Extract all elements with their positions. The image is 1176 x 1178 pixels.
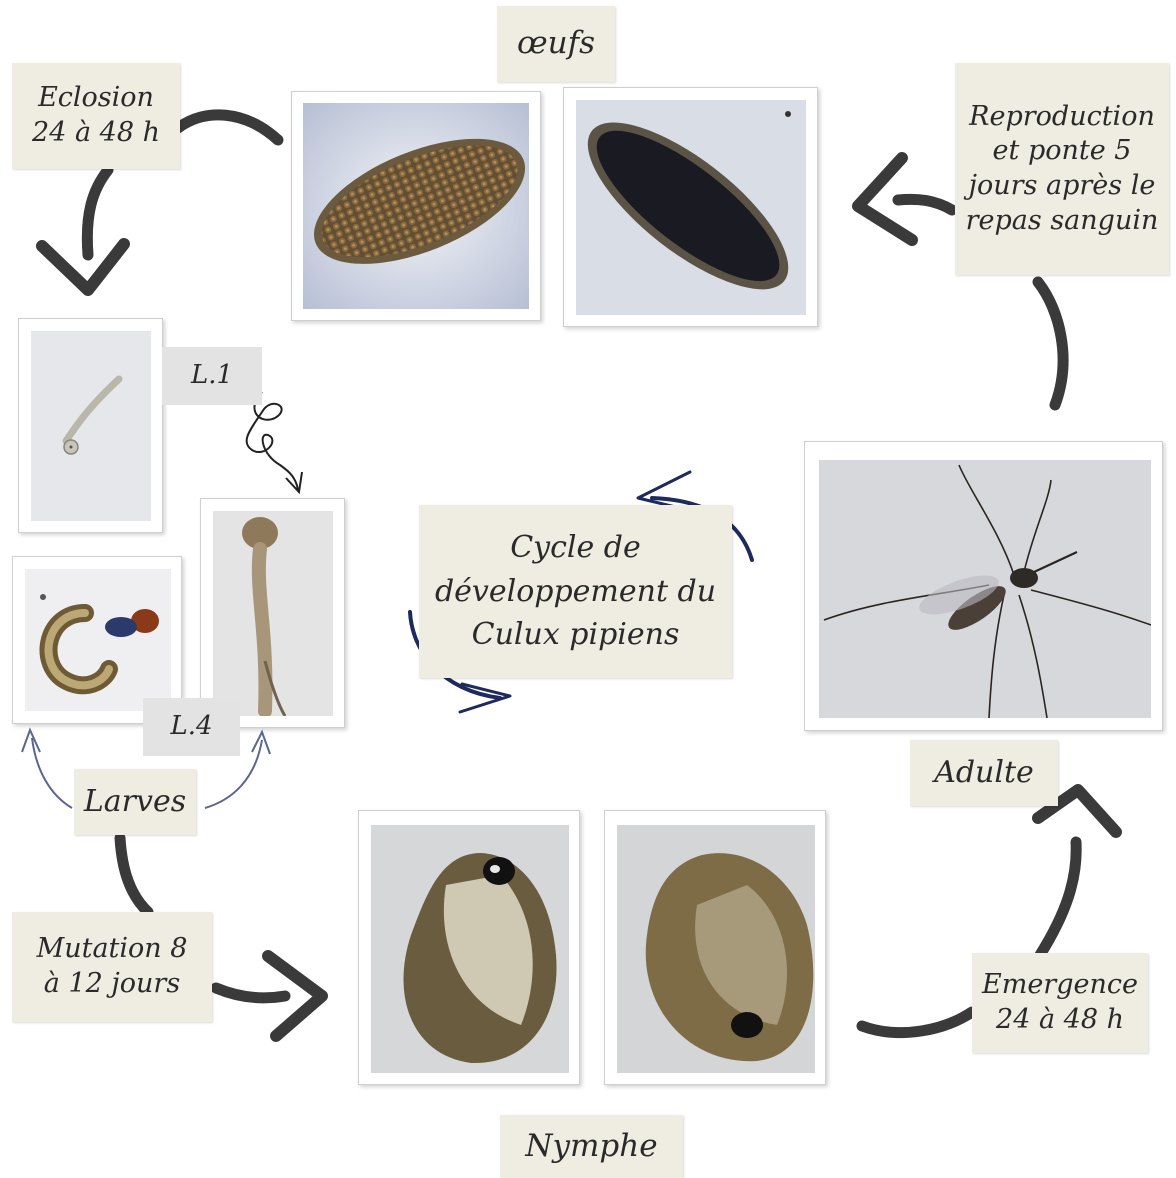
l1-larva-photo [18, 318, 163, 533]
mutation-arrow [120, 838, 148, 912]
eggs-label-text: œufs [517, 24, 595, 64]
pupa-label-text: Nymphe [525, 1127, 657, 1167]
l1-larva-image [31, 331, 151, 521]
cycle-title-line-2: développement du [435, 570, 716, 614]
adult-label-text: Adulte [934, 754, 1034, 792]
emergence-line-2: 24 à 48 h [996, 1003, 1124, 1038]
pupa-image-1 [371, 825, 569, 1073]
mutation-label: Mutation 8 à 12 jours [12, 912, 212, 1022]
pupa-photo-2 [604, 810, 826, 1085]
egg-raft-image-1 [303, 103, 529, 309]
reproduction-line-3: jours après le [969, 169, 1156, 204]
l1-label-text: L.1 [191, 359, 233, 392]
larvae-arrow-left-head [22, 730, 40, 752]
l4-label: L.4 [143, 698, 240, 756]
reproduction-line-1: Reproduction [969, 100, 1155, 135]
reproduction-label: Reproduction et ponte 5 jours après le r… [955, 63, 1169, 275]
emergence-arrow-stem [1040, 842, 1076, 955]
adult-mosquito-image [819, 460, 1151, 718]
reproduction-line-4: repas sanguin [966, 204, 1159, 239]
eclosion-arrow [178, 115, 278, 140]
larvae-label-text: Larves [84, 783, 186, 821]
egg-raft-image-2 [576, 100, 806, 315]
l2-larva-image [213, 511, 333, 716]
mutation-line-2: à 12 jours [44, 967, 180, 1002]
reproduction-arrow [1038, 282, 1063, 405]
emergence-label: Emergence 24 à 48 h [972, 953, 1148, 1053]
eggs-photo-1 [291, 91, 541, 321]
squiggle-arrowhead [286, 472, 302, 492]
squiggle-arrow [247, 392, 298, 490]
pupa-image-2 [617, 825, 815, 1073]
l2-larva-photo [200, 498, 345, 728]
l4-larva-image [25, 569, 171, 711]
eclosion-line-2: 24 à 48 h [32, 116, 160, 151]
eclosion-label: Eclosion 24 à 48 h [12, 63, 180, 169]
adult-photo [804, 441, 1163, 731]
cycle-title-line-1: Cycle de [510, 526, 641, 570]
mutation-arrow-stem [216, 988, 285, 998]
mutation-line-1: Mutation 8 [37, 932, 188, 967]
pupa-label: Nymphe [500, 1115, 683, 1178]
pupa-photo-1 [358, 810, 580, 1085]
emergence-line-1: Emergence [982, 968, 1138, 1003]
l1-label: L.1 [162, 347, 262, 405]
emergence-arrow [862, 1012, 972, 1033]
reproduction-arrow-stem [898, 199, 952, 210]
cycle-title-line-3: Culux pipiens [472, 613, 680, 657]
eggs-photo-2 [563, 87, 818, 327]
eclosion-line-1: Eclosion [38, 81, 154, 116]
eclosion-arrow-stem [87, 170, 108, 255]
l4-label-text: L.4 [170, 710, 212, 743]
adult-label: Adulte [910, 740, 1058, 806]
eggs-label: œufs [497, 6, 615, 82]
larvae-label: Larves [74, 769, 196, 835]
reproduction-line-2: et ponte 5 [993, 134, 1132, 169]
cycle-title: Cycle de développement du Culux pipiens [419, 505, 732, 678]
